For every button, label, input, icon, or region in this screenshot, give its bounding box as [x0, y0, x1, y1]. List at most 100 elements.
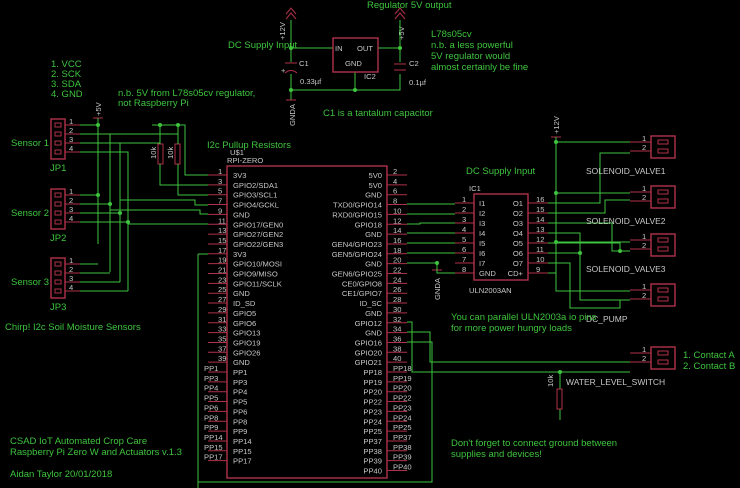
c1-name: C1 — [299, 59, 309, 68]
svg-text:for more power hungry loads: for more power hungry loads — [451, 323, 572, 334]
sensor-pin-slot — [54, 270, 62, 276]
sensor-pin-number: 1 — [69, 256, 73, 265]
pi-left-pin-label: GPIO13 — [233, 329, 260, 338]
uln-right-pin-label: O3 — [513, 219, 523, 228]
resistor-r-water — [556, 388, 563, 410]
pi-right-pin-number: PP19 — [393, 374, 412, 383]
gnda-regulator: GNDA — [286, 99, 297, 126]
regulator-ic2 — [332, 37, 379, 73]
pi-left-pin-label: PP6 — [233, 407, 247, 416]
pi-right-pin-number: PP25 — [393, 423, 412, 432]
pi-left-pin-label: GPIO4/GCKL — [233, 201, 279, 210]
sensor-pin-number: 3 — [69, 205, 73, 214]
pi-right-pin-label: GEN5/GPIO24 — [332, 250, 382, 259]
output-pin-slot — [657, 237, 669, 243]
pi-right-pin-label: PP25 — [363, 427, 382, 436]
sensor-jp-label: JP1 — [50, 163, 66, 174]
pi-left-pin-number: PP9 — [204, 423, 218, 432]
c1-value: 0.33µf — [300, 77, 322, 86]
output-pin-slot — [657, 296, 669, 302]
uln-right-pin-label: O4 — [513, 229, 523, 238]
pi-left-pin-number: 33 — [218, 325, 226, 334]
output-pin-slot — [657, 198, 669, 204]
uln-right-pin-label: O2 — [513, 209, 523, 218]
pi-right-pin-label: CE1/GPIO7 — [342, 289, 382, 298]
sensor-jp-label: JP2 — [50, 233, 66, 244]
uln-left-pin-number: 6 — [462, 245, 466, 254]
regulator-out-pin: OUT — [357, 44, 373, 53]
uln-right-pin-number: 13 — [536, 225, 544, 234]
uln-ref: IC1 — [469, 184, 481, 193]
pi-left-pin-number: 13 — [218, 226, 226, 235]
pi-right-pin-number: 34 — [393, 325, 401, 334]
parallel-note: You can parallel ULN2003a io pins for mo… — [451, 312, 597, 334]
uln-right-pin-label: O7 — [513, 259, 523, 268]
pi-left-pin-label: GPIO9/MISO — [233, 270, 278, 279]
output-pin-number: 1 — [642, 184, 646, 193]
plus5v-top-symbol: +5V — [394, 7, 406, 40]
output-pin-slot — [657, 246, 669, 252]
plus12v-top-label: +12V — [278, 21, 287, 40]
pi-left-pin-label: GPIO10/MOSI — [233, 260, 282, 269]
regulator-section: +12V +5V IN OUT GND IC2 + C1 0.33µf — [228, 0, 528, 126]
gnda-uln-label: GNDA — [433, 277, 442, 300]
svg-text:n.b. 5V from L78s05cv regulato: n.b. 5V from L78s05cv regulator, — [118, 88, 255, 99]
uln-left-pin-label: I2 — [479, 209, 485, 218]
output-label: SOLENOID_VALVE3 — [586, 264, 666, 274]
pi-left-pin-label: GND — [233, 289, 250, 298]
pi-left-pin-label: PP14 — [233, 437, 252, 446]
regulator-in-pin: IN — [335, 44, 343, 53]
pi-left-pin-number: 9 — [218, 206, 222, 215]
svg-text:Raspberry Pi Zero W and Actuat: Raspberry Pi Zero W and Actuators v.1.3 — [10, 447, 182, 458]
uln2003-driver: IC1 ULN2003AN I11I22I33I44I55I66I77GND8O… — [455, 184, 548, 295]
dc-supply-top-label: DC Supply Input — [228, 40, 298, 51]
c2-value: 0.1µf — [409, 78, 427, 87]
pi-left-pin-number: 37 — [218, 344, 226, 353]
sensor-pin-slot — [54, 279, 62, 285]
contacts-legend: 1. Contact A 2. Contact B — [683, 350, 735, 372]
output-connectors: 12SOLENOID_VALVE112SOLENOID_VALVE212SOLE… — [566, 134, 676, 387]
uln-left-pin-number: 3 — [462, 215, 466, 224]
dc-supply-right-label: DC Supply Input — [466, 166, 536, 177]
regulator-name: IC2 — [364, 72, 376, 81]
pi-right-pin-label: PP20 — [363, 388, 382, 397]
output-pin-slot — [657, 287, 669, 293]
pi-left-pin-label: PP5 — [233, 398, 247, 407]
uln-left-pin-number: 1 — [462, 195, 466, 204]
plus5v-sensor-label: +5V — [94, 101, 103, 116]
pi-right-pin-label: RXD0/GPIO15 — [332, 210, 382, 219]
sensor-pin-slot — [54, 261, 62, 267]
pi-right-pin-label: PP38 — [363, 447, 382, 456]
pi-right-pin-number: 26 — [393, 285, 401, 294]
output-pin-slot — [657, 359, 669, 365]
plus12v-right-label: +12V — [552, 115, 561, 134]
plus5v-sensor-symbol: +5V — [93, 101, 103, 119]
plus12v-top-symbol: +12V — [278, 7, 297, 40]
uln-right-pin-label: CD+ — [508, 269, 524, 278]
sensor-pin-number: 1 — [69, 117, 73, 126]
pi-right-pin-number: 24 — [393, 275, 401, 284]
output-pin-slot — [657, 148, 669, 154]
pi-left-pin-number: PP14 — [204, 433, 223, 442]
output-pin-number: 1 — [642, 345, 646, 354]
pi-left-pin-number: 11 — [218, 216, 226, 225]
uln-left-pin-label: I5 — [479, 239, 485, 248]
sensor-pin-number: 2 — [69, 126, 73, 135]
resistor-r-sda — [157, 143, 164, 165]
pi-right-pin-label: GND — [365, 260, 382, 269]
sensor-label: Sensor 3 — [11, 277, 49, 288]
sensor-pin-slot — [54, 149, 62, 155]
sensor-label: Sensor 1 — [11, 138, 49, 149]
pi-left-pins: 3V31GPIO2/SDA13GPIO3/SCL15GPIO4/GCKL7GND… — [204, 167, 283, 466]
svg-text:+: + — [281, 66, 286, 75]
pi-left-pin-number: PP6 — [204, 403, 218, 412]
pi-right-pin-label: GPIO21 — [355, 358, 382, 367]
pi-left-pin-label: 3V3 — [233, 171, 247, 180]
output-pin-slot — [657, 350, 669, 356]
pi-right-pin-label: PP19 — [363, 378, 382, 387]
pi-left-pin-number: PP5 — [204, 394, 218, 403]
pi-ref: U$1 — [230, 148, 244, 157]
